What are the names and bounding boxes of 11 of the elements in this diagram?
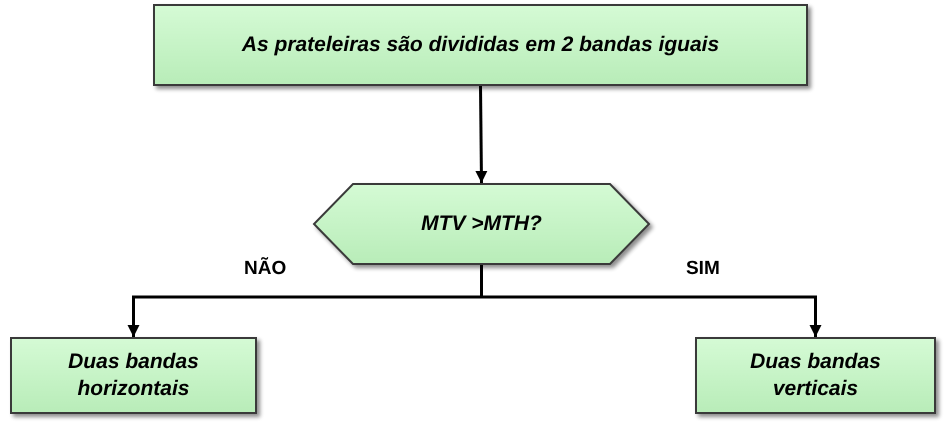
edge-label: NÃO [244, 258, 286, 280]
node-text: Duas bandas verticais [749, 349, 882, 402]
node-text: MTV >MTH? [421, 210, 542, 237]
process-box [10, 337, 257, 414]
node-text: Duas bandas horizontais [67, 349, 200, 402]
arrow [475, 86, 488, 184]
process-box [695, 337, 936, 414]
node-text: As prateleiras são divididas em 2 bandas iguais [242, 32, 720, 58]
arrow [480, 265, 822, 337]
edge-label: SIM [686, 258, 720, 280]
process-box [153, 4, 808, 86]
